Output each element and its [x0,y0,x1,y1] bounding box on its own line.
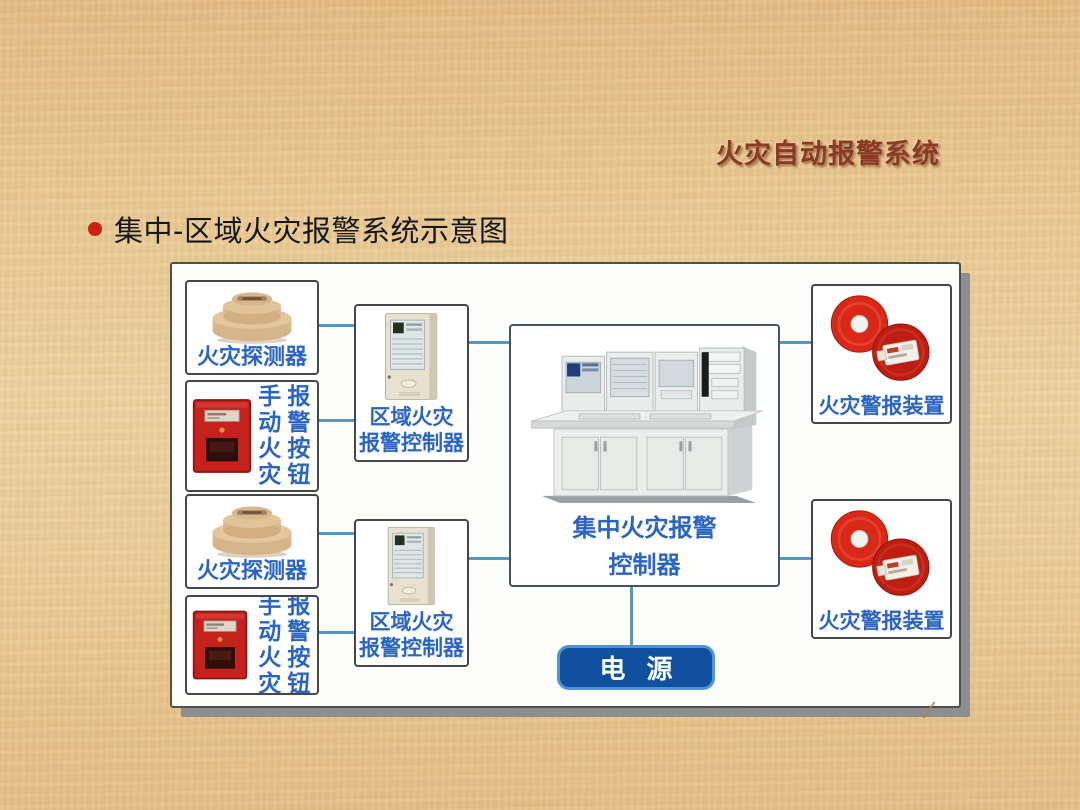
alarm-device-label: 火灾警报装置 [818,393,945,418]
smoke-detector-image [212,506,292,558]
regional-label-line2: 报警控制器 [359,430,464,455]
manual-call-point-label: 手动火灾 报警按钮 [258,384,311,489]
connector-central-to-alarm-top [780,341,811,344]
manual-label-col2: 报警按钮 [287,383,311,489]
manual-label-col1: 手动火灾 [258,595,282,695]
manual-call-point-label: 手动火灾 报警按钮 [258,595,311,695]
regional-label-line1: 区域火灾 [369,404,454,429]
connector-regional-bottom-to-central [469,557,509,560]
connector-regional-top-to-central [469,341,509,344]
manual-call-point-box-top: 手动火灾 报警按钮 [185,380,319,492]
central-controller-box: 集中火灾报警 控制器 [509,324,780,587]
alarm-device-label: 火灾警报装置 [818,608,945,633]
connector-manual-bottom-to-regional [319,631,354,634]
power-supply-node: 电 源 [557,645,715,690]
regional-label-line1: 区域火灾 [369,609,454,634]
manual-call-point-image [192,610,248,680]
alarm-device-box-top: 火灾警报装置 [811,284,952,424]
manual-call-point-box-bottom: 手动火灾 报警按钮 [185,595,319,695]
central-label-line1: 集中火灾报警 [572,514,717,542]
fire-alarm-bells-image [830,295,929,381]
bullet-dot [88,222,102,236]
regional-controller-label: 区域火灾 报警控制器 [359,404,464,457]
connector-central-to-power [630,587,633,645]
control-console-image [530,346,763,503]
regional-controller-image [387,526,435,606]
fire-detector-box-top: 火灾探测器 [185,280,319,375]
bullet-text: 集中-区域火灾报警系统示意图 [114,214,509,248]
regional-controller-label: 区域火灾 报警控制器 [359,609,464,662]
system-diagram: 火灾探测器 手动火灾 报警按钮 [170,262,961,708]
manual-call-point-image [192,399,252,473]
regional-controller-box-bottom: 区域火灾 报警控制器 [354,519,469,667]
smoke-detector-image [212,292,292,344]
regional-controller-box-top: 区域火灾 报警控制器 [354,304,469,462]
connector-detector-bottom-to-regional [319,532,354,535]
connector-detector-top-to-regional [319,324,354,327]
central-label-line2: 控制器 [608,551,681,580]
regional-label-line2: 报警控制器 [359,635,464,660]
fire-detector-label: 火灾探测器 [196,558,307,584]
fire-detector-label: 火灾探测器 [196,344,307,370]
central-controller-label: 集中火灾报警 控制器 [573,510,717,584]
fire-alarm-bells-image [830,510,929,596]
alarm-device-box-bottom: 火灾警报装置 [811,499,952,639]
manual-label-col2: 报警按钮 [287,595,311,695]
fire-detector-box-bottom: 火灾探测器 [185,494,319,589]
connector-manual-top-to-regional [319,419,354,422]
connector-central-to-alarm-bottom [780,557,811,560]
manual-label-col1: 手动火灾 [258,383,282,489]
bullet-row: 集中-区域火灾报警系统示意图 [88,208,508,250]
slide-header-title: 火灾自动报警系统 [716,139,940,170]
regional-controller-image [384,313,437,400]
